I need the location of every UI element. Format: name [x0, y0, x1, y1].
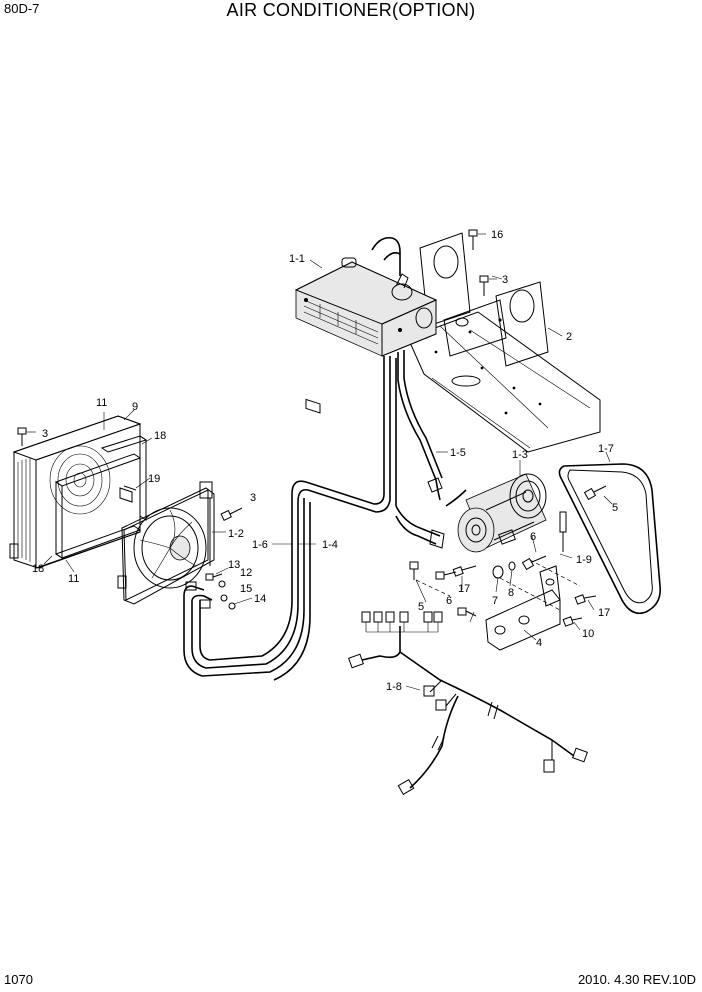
callout-18a: 18	[154, 430, 166, 442]
callout-7: 7	[492, 595, 498, 607]
callout-18b: 18	[32, 563, 44, 575]
callout-14: 14	[254, 593, 266, 605]
callout-15: 15	[240, 583, 252, 595]
washer-12	[218, 580, 226, 588]
callout-5b: 5	[418, 601, 424, 613]
nut-8	[508, 561, 516, 571]
bracket-19	[119, 485, 137, 503]
callout-17b: 17	[598, 607, 610, 619]
bolt-6-lower	[457, 607, 477, 617]
bolt-3-left	[17, 427, 27, 446]
callout-3b: 3	[42, 428, 48, 440]
hose-1-6	[183, 585, 213, 601]
hose-1-5	[397, 350, 443, 501]
page-title: AIR CONDITIONER(OPTION)	[226, 0, 476, 20]
v-belt	[558, 463, 662, 615]
callout-11b: 11	[68, 573, 79, 585]
condenser-housing	[9, 415, 142, 569]
callout-1-5: 1-5	[450, 447, 466, 459]
dashed-guides	[415, 559, 581, 611]
bolt-3-mid	[220, 507, 243, 521]
callout-4: 4	[536, 637, 542, 649]
bolt-13	[205, 573, 223, 581]
revision-date: 2010. 4.30 REV.10D	[577, 972, 696, 987]
bolt-5-left	[409, 561, 419, 580]
bracket-2	[419, 232, 549, 367]
page-number: 1070	[4, 972, 33, 987]
discharge-hose	[395, 489, 467, 549]
bolt-17-right	[574, 594, 597, 605]
callout-1-6: 1-6	[252, 539, 268, 551]
callout-1-1: 1-1	[289, 253, 305, 265]
callout-1-7: 1-7	[598, 443, 614, 455]
callout-19: 19	[148, 473, 160, 485]
callout-8: 8	[508, 587, 514, 599]
callout-1-2: 1-2	[228, 528, 244, 540]
callout-16: 16	[491, 229, 503, 241]
bolt-1-9	[521, 555, 547, 571]
callout-1-8: 1-8	[386, 681, 402, 693]
leader-lines	[26, 259, 611, 691]
bracket-4	[485, 565, 561, 651]
nut-14	[228, 602, 236, 610]
bolt-3-top	[479, 275, 497, 296]
washer-15	[220, 594, 228, 602]
callout-1-9: 1-9	[576, 554, 592, 566]
bolt-17-left	[452, 565, 477, 577]
bolt-6-left	[435, 571, 457, 580]
compressor	[457, 473, 567, 553]
bolt-5-right	[583, 485, 613, 505]
callout-5a: 5	[612, 502, 618, 514]
callout-3c: 3	[250, 492, 256, 504]
hose-1-4	[183, 356, 397, 681]
seal-strip-18	[100, 435, 148, 521]
callout-3a: 3	[502, 274, 508, 286]
callout-10: 10	[582, 628, 594, 640]
callout-11a: 11	[96, 397, 107, 409]
wire-harness	[348, 611, 588, 796]
callout-9: 9	[132, 401, 138, 413]
callout-1-3: 1-3	[512, 449, 528, 461]
bolt-10	[562, 616, 583, 627]
washer-7	[492, 565, 504, 579]
seal-strip-11	[54, 453, 142, 559]
callout-2: 2	[566, 331, 572, 343]
condenser-fittings	[185, 581, 211, 609]
callout-1-4: 1-4	[322, 539, 338, 551]
model-number: 80D-7	[4, 1, 40, 16]
callout-17a: 17	[458, 583, 470, 595]
evaporator-unit	[294, 236, 438, 414]
condenser-fan	[117, 481, 215, 605]
callout-labels: 1-1 16 3 2 11 9 3 18 19 3 1-2 1-6 1-4 1-…	[32, 229, 618, 693]
callout-6b: 6	[446, 595, 452, 607]
callout-6a: 6	[530, 531, 536, 543]
callout-13: 13	[228, 559, 240, 571]
callout-12: 12	[240, 567, 252, 579]
bolt-16	[468, 229, 486, 250]
